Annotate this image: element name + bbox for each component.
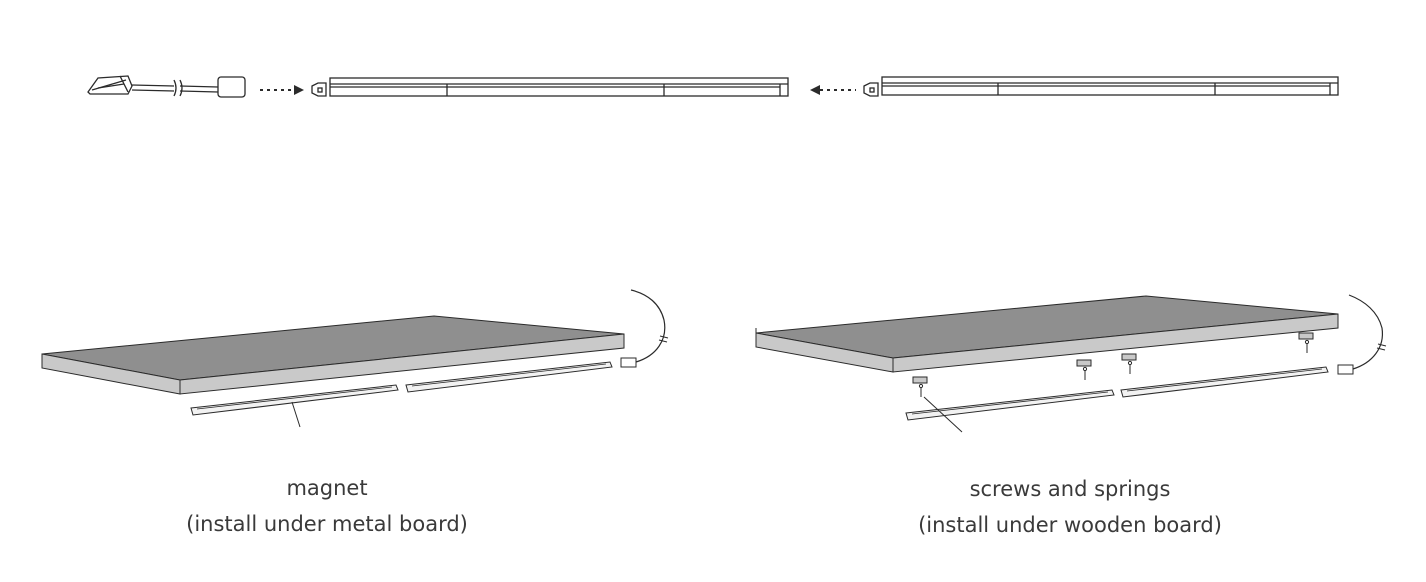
power-cable: [131, 79, 219, 97]
mounting-clip: [1298, 332, 1314, 353]
connection-sequence: [87, 75, 1339, 98]
connector-box-icon: [217, 76, 246, 98]
usb-plug-icon: [87, 75, 133, 95]
screw-leader-line: [923, 396, 963, 433]
connector-box-icon: [1337, 364, 1354, 375]
screws-caption: screws and springs (install under wooden…: [870, 471, 1270, 543]
screws-caption-title: screws and springs: [969, 477, 1171, 501]
dotted-arrow-icon: [260, 85, 304, 95]
magnet-caption-title: magnet: [286, 476, 368, 500]
magnet-leader-line: [291, 401, 301, 428]
magnet-caption: magnet (install under metal board): [127, 470, 527, 542]
wooden-board-side: [755, 332, 894, 373]
mounting-clip: [912, 376, 928, 397]
magnet-caption-subtitle: (install under metal board): [186, 512, 468, 536]
screws-caption-subtitle: (install under wooden board): [918, 513, 1222, 537]
power-cable: [1348, 294, 1383, 370]
light-bar-2: [863, 76, 1339, 97]
light-bar-1: [311, 77, 789, 97]
screw-installation: [755, 294, 1387, 433]
magnet-installation: [41, 289, 669, 428]
mounting-clip: [1076, 359, 1092, 380]
connector-box-icon: [620, 357, 637, 368]
mounting-clip: [1121, 353, 1137, 374]
metal-board-side: [41, 353, 181, 395]
power-cable: [630, 289, 666, 363]
dotted-arrow-icon: [810, 85, 856, 95]
